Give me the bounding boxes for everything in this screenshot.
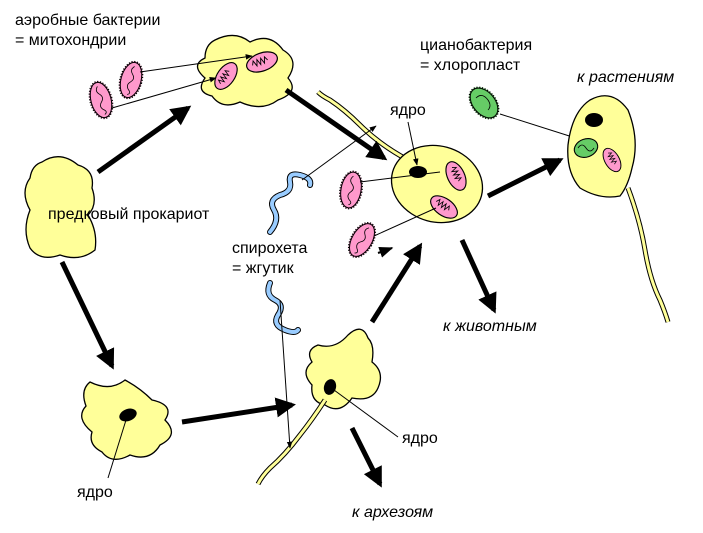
to-animals-label: к животным [443, 318, 537, 335]
mitochondrion-icon [114, 58, 148, 102]
eukaryote-cell [390, 144, 484, 224]
spirochete-icon [265, 280, 301, 335]
arrow-to-animals [459, 238, 497, 314]
arrow-to-mito-amoeba [96, 105, 192, 175]
cyanobacterium-label: цианобактерия [420, 37, 532, 54]
spirochete-icon [267, 171, 314, 235]
nucleus-icon [585, 113, 603, 127]
ancestral-prokaryote-cell [24, 156, 97, 259]
spirochete-label: спирохета [232, 240, 308, 257]
arrow-to-plants [486, 157, 564, 199]
arrow-to-eukaryote-from-below [369, 242, 423, 324]
to-archezoa-label: к архезоям [352, 504, 433, 521]
aerobic-bacteria-label: аэробные бактерии [15, 12, 160, 29]
flagellum-label: = жгутик [232, 260, 295, 277]
mitochondrion-icon [84, 78, 118, 122]
nucleus-icon [409, 166, 427, 178]
nucleus-label-top: ядро [390, 102, 426, 119]
mitochondrion-icon [336, 168, 366, 212]
nucleus-label-middle: ядро [402, 430, 438, 447]
amoeba-with-mitochondria-cell [196, 34, 294, 108]
nucleus-icon [323, 379, 337, 395]
ancestral-prokaryote-label: предковый прокариот [48, 206, 210, 223]
chloroplast-label: = хлоропласт [420, 57, 521, 74]
to-plants-label: к растениям [577, 69, 674, 86]
arrow-to-flagellate [181, 397, 296, 425]
arrow-to-nucleus-amoeba [59, 260, 115, 370]
nucleus-label-bottom: ядро [77, 484, 113, 501]
mitochondrion-icon [342, 217, 382, 263]
mitochondria-label: = митохондрии [15, 32, 126, 49]
arrow-to-eukaryote [284, 87, 388, 161]
arrow-to-archezoa [349, 426, 383, 488]
chloroplast-icon [468, 86, 500, 120]
chloroplast-icon [573, 138, 599, 158]
plant-cell [567, 95, 636, 198]
nucleus-icon [119, 408, 137, 422]
